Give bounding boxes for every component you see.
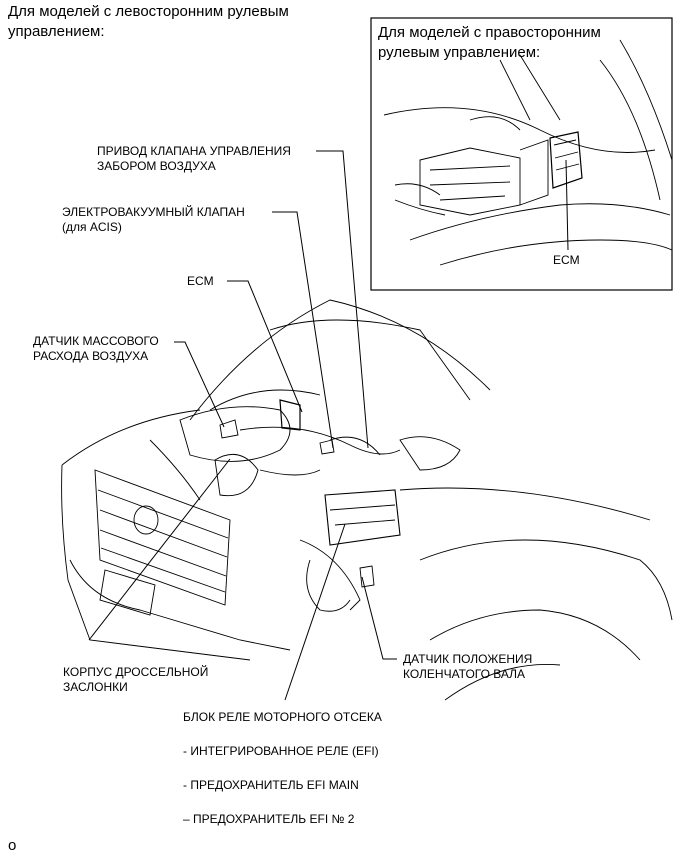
label-crank-sensor: ДАТЧИК ПОЛОЖЕНИЯ КОЛЕНЧАТОГО ВАЛА: [403, 652, 533, 681]
car-front-illustration: [61, 299, 673, 701]
label-throttle-body: КОРПУС ДРОССЕЛЬНОЙ ЗАСЛОНКИ: [63, 665, 209, 694]
label-vsv-acis: ЭЛЕКТРОВАКУУМНЫЙ КЛАПАН (для ACIS): [62, 205, 245, 234]
relay-item: - ИНТЕГРИРОВАННОЕ РЕЛЕ (EFI): [183, 744, 379, 758]
header-left-note: Для моделей с левосторонним рулевым упра…: [8, 3, 289, 40]
inset-title: Для моделей с правосторонним рулевым упр…: [378, 24, 601, 61]
label-maf-sensor: ДАТЧИК МАССОВОГО РАСХОДА ВОЗДУХА: [33, 334, 159, 363]
footnote: o: [8, 837, 17, 854]
inset-ecm-label: ECM: [553, 253, 580, 267]
relay-item: – ПРЕДОХРАНИТЕЛЬ EFI № 2: [183, 812, 355, 826]
label-ecm: ECM: [187, 274, 214, 288]
label-intake-valve-actuator: ПРИВОД КЛАПАНА УПРАВЛЕНИЯ ЗАБОРОМ ВОЗДУХ…: [97, 144, 291, 173]
inset-frame: [370, 17, 673, 291]
label-relay-block: БЛОК РЕЛЕ МОТОРНОГО ОТСЕКА: [183, 710, 382, 724]
relay-item: - ПРЕДОХРАНИТЕЛЬ EFI MAIN: [183, 778, 359, 792]
inset-engine-illustration: [383, 39, 673, 266]
leader-lines: [88, 150, 397, 701]
